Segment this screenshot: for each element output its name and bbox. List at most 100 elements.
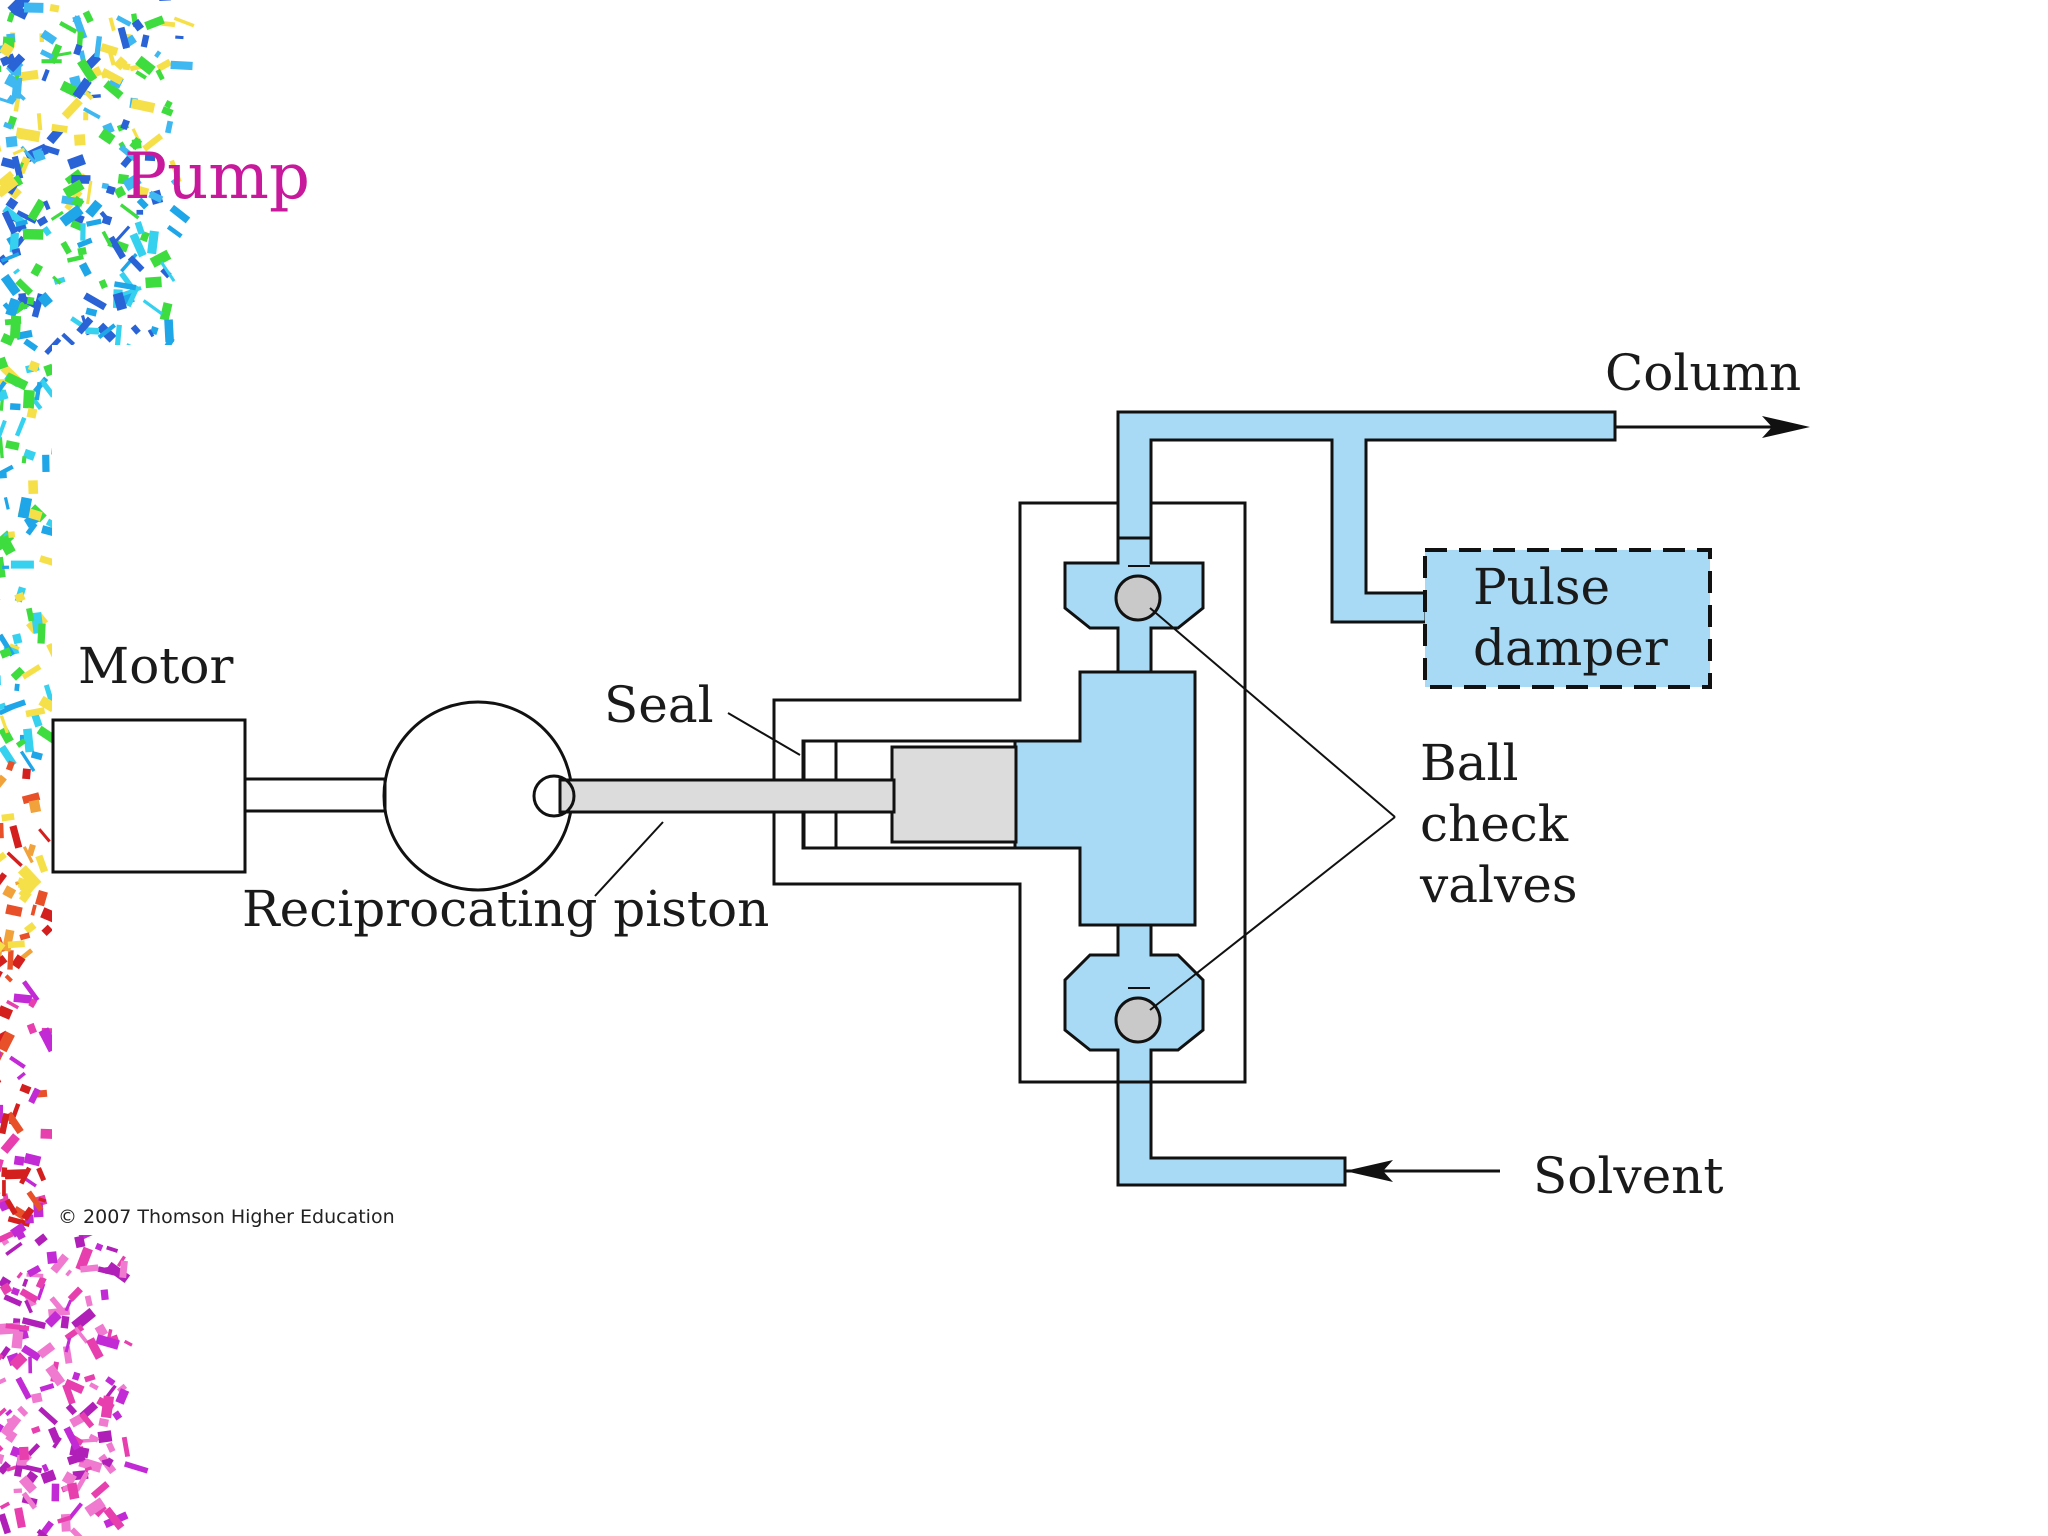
confetti-piece <box>30 904 37 916</box>
confetti-piece <box>74 1235 86 1249</box>
confetti-piece <box>13 1155 25 1166</box>
confetti-piece <box>13 89 26 101</box>
confetti-piece <box>78 1456 103 1473</box>
confetti-piece <box>71 1371 81 1381</box>
confetti-piece <box>39 378 56 398</box>
confetti-piece <box>0 1133 20 1154</box>
confetti-piece <box>40 29 58 45</box>
confetti-piece <box>10 666 25 681</box>
confetti-piece <box>119 1260 128 1279</box>
confetti-piece <box>0 556 6 579</box>
confetti-piece <box>173 16 195 28</box>
confetti-piece <box>17 877 28 886</box>
confetti-piece <box>11 155 24 180</box>
confetti-piece <box>6 12 15 23</box>
confetti-piece <box>19 1288 39 1304</box>
confetti-piece <box>27 198 46 222</box>
confetti-piece <box>85 307 98 317</box>
confetti-piece <box>10 560 34 569</box>
confetti-piece <box>25 707 46 718</box>
reciprocating-piston-label: Reciprocating piston <box>242 880 769 938</box>
confetti-piece <box>28 799 42 814</box>
confetti-piece <box>11 954 26 970</box>
confetti-piece <box>25 1443 41 1458</box>
confetti-piece <box>165 120 174 134</box>
confetti-piece <box>113 185 127 199</box>
lower-check-ball <box>1114 996 1162 1044</box>
confetti-piece <box>72 77 92 100</box>
confetti-piece <box>61 1471 77 1487</box>
confetti-piece <box>147 230 159 255</box>
confetti-piece <box>52 275 62 285</box>
confetti-piece <box>101 1458 110 1465</box>
confetti-piece <box>26 843 36 857</box>
confetti-piece <box>96 1396 115 1412</box>
confetti-piece <box>23 338 39 352</box>
confetti-piece <box>0 744 17 768</box>
confetti-piece <box>0 1104 4 1124</box>
confetti-piece <box>130 98 156 114</box>
confetti-piece <box>16 1271 23 1279</box>
confetti-piece <box>54 51 72 58</box>
confetti-piece <box>161 106 174 117</box>
confetti-piece <box>103 1506 125 1531</box>
confetti-piece <box>70 219 84 231</box>
confetti-piece <box>59 21 78 34</box>
confetti-piece <box>0 702 7 716</box>
confetti-piece <box>41 226 52 237</box>
confetti-piece <box>26 1190 44 1212</box>
solvent-arrow-icon <box>1345 1160 1393 1182</box>
confetti-piece <box>16 210 38 224</box>
confetti-piece <box>148 190 164 203</box>
confetti-piece <box>0 380 7 395</box>
confetti-piece <box>101 214 113 226</box>
confetti-piece <box>135 55 156 76</box>
confetti-piece <box>144 15 165 31</box>
confetti-piece <box>65 1403 78 1416</box>
confetti-piece <box>0 1407 7 1425</box>
confetti-piece <box>24 1299 33 1314</box>
confetti-piece <box>7 1216 31 1227</box>
confetti-piece <box>14 1507 26 1529</box>
confetti-piece <box>15 738 27 748</box>
confetti-piece <box>0 774 7 788</box>
confetti-piece <box>51 1483 60 1502</box>
confetti-piece <box>34 381 42 401</box>
confetti-piece <box>13 993 33 1004</box>
confetti-piece <box>0 675 1 686</box>
confetti-piece <box>23 728 35 753</box>
pump-diagram: Motor Seal Reciprocating piston Column P… <box>51 344 1810 1228</box>
confetti-piece <box>50 1253 69 1274</box>
confetti-piece <box>38 695 57 713</box>
confetti-piece <box>40 1469 57 1484</box>
confetti-piece <box>0 940 6 958</box>
confetti-piece <box>22 228 44 240</box>
confetti-piece <box>20 1463 43 1474</box>
confetti-piece <box>46 1251 58 1264</box>
confetti-piece <box>59 204 84 227</box>
confetti-piece <box>98 128 116 145</box>
confetti-piece <box>19 1446 29 1461</box>
confetti-piece <box>25 521 38 536</box>
confetti-piece <box>2 885 17 900</box>
confetti-piece <box>70 316 84 328</box>
confetti-piece <box>126 285 140 308</box>
confetti-piece <box>64 1324 85 1341</box>
confetti-piece <box>22 768 31 780</box>
confetti-piece <box>0 1501 11 1510</box>
confetti-piece <box>13 268 21 275</box>
confetti-piece <box>100 43 119 56</box>
inlet-pipe <box>1116 1080 1347 1187</box>
confetti-piece <box>120 119 130 131</box>
confetti-piece <box>5 1429 18 1443</box>
confetti-piece <box>76 237 93 249</box>
confetti-piece <box>91 94 101 99</box>
confetti-piece <box>113 56 128 71</box>
confetti-piece <box>105 1441 116 1453</box>
confetti-piece <box>89 1382 99 1391</box>
confetti-piece <box>0 142 2 155</box>
confetti-piece <box>122 173 142 192</box>
confetti-piece <box>0 1461 12 1475</box>
confetti-piece <box>6 53 26 73</box>
confetti-piece <box>84 1466 93 1472</box>
